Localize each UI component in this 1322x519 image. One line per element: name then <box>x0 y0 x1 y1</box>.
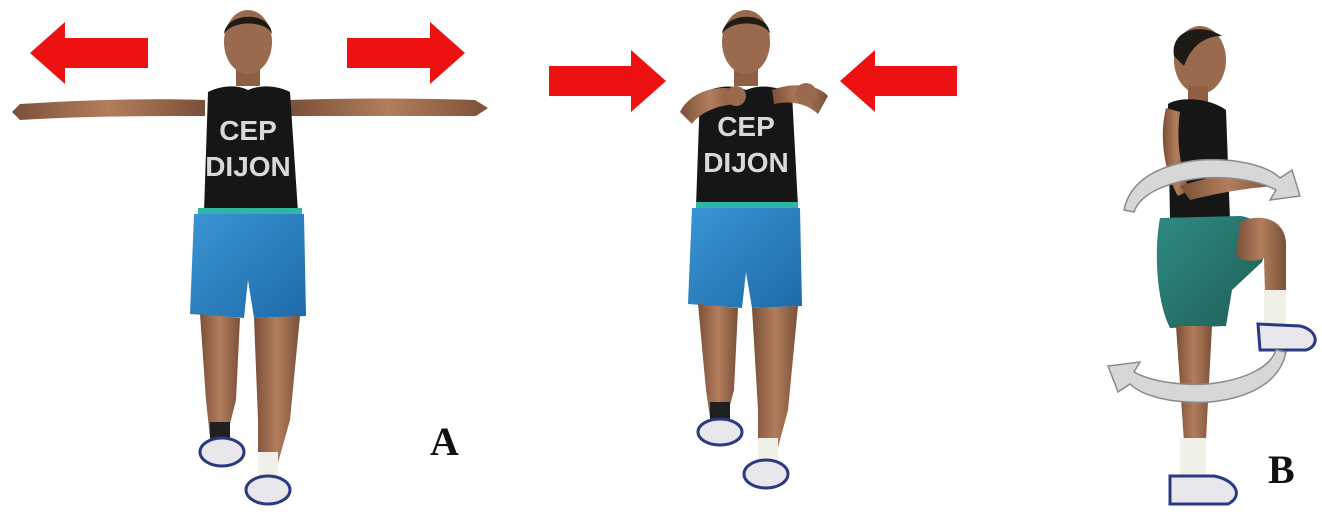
right-shoe <box>246 476 290 504</box>
shorts <box>688 208 802 308</box>
standing-shoe <box>1170 476 1236 504</box>
arrow-right-icon <box>549 50 666 112</box>
panel-label-a: A <box>430 418 459 465</box>
shirt-text-line1: CEP <box>717 111 775 142</box>
left-leg <box>200 314 240 440</box>
right-shoe <box>744 460 788 488</box>
right-leg <box>254 316 300 470</box>
raised-shoe <box>1258 324 1315 350</box>
arrow-left-icon <box>840 50 957 112</box>
arrow-right-icon <box>347 22 465 84</box>
left-shoe <box>200 438 244 466</box>
athlete-figure-side-knee-raise <box>1157 26 1315 504</box>
right-fist <box>795 83 817 105</box>
shorts <box>190 214 306 318</box>
right-sock <box>258 452 278 476</box>
athlete-figure-arms-open: CEP DIJON <box>12 10 488 504</box>
shirt-text-line1: CEP <box>219 115 277 146</box>
athlete-figure-arms-forward: CEP DIJON <box>680 10 828 488</box>
right-arm <box>290 99 488 117</box>
panel-label-b: B <box>1268 446 1295 493</box>
tank-top <box>204 86 298 212</box>
left-arm <box>12 99 205 120</box>
left-shoe <box>698 419 742 445</box>
arrow-left-icon <box>30 22 148 84</box>
shirt-text-line2: DIJON <box>205 151 291 182</box>
right-leg <box>752 306 798 455</box>
right-sock <box>758 438 778 462</box>
standing-sock <box>1180 438 1206 476</box>
left-fist <box>726 86 746 106</box>
raised-sock <box>1264 290 1286 324</box>
shirt-text-line2: DIJON <box>703 147 789 178</box>
